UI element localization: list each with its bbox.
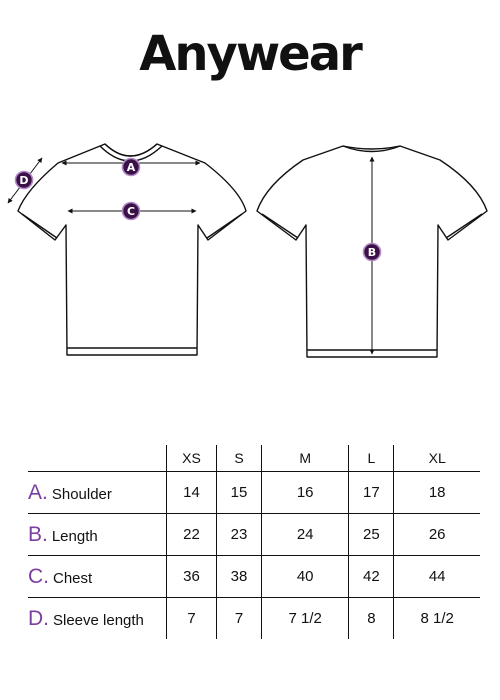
table-cell: 8 — [348, 597, 394, 639]
table-row: D.Sleeve length 7 7 7 1/2 8 8 1/2 — [28, 597, 480, 640]
row-name: Chest — [53, 569, 93, 587]
table-cell: 22 — [165, 513, 217, 556]
table-cell: 14 — [165, 471, 217, 514]
table-cell: 24 — [260, 513, 349, 556]
table-cell: 7 — [165, 597, 217, 639]
table-cell: 17 — [348, 471, 394, 514]
table-cell: 7 — [216, 597, 262, 639]
table-cell: 8 1/2 — [393, 597, 480, 639]
header-blank — [28, 445, 167, 472]
table-cell: 25 — [348, 513, 394, 556]
table-cell: 36 — [165, 555, 217, 598]
marker-d: D — [14, 170, 34, 190]
table-cell: 40 — [260, 555, 349, 598]
table-cell: 7 1/2 — [260, 597, 349, 639]
table-cell: 42 — [348, 555, 394, 598]
table-cell: 44 — [393, 555, 480, 598]
row-name: Shoulder — [51, 485, 112, 503]
row-letter: A. — [28, 480, 48, 504]
table-cell: 26 — [393, 513, 480, 556]
row-letter: D. — [28, 606, 49, 630]
table-cell: 18 — [393, 471, 480, 514]
table-cell: 16 — [260, 471, 349, 514]
header-size-m: M — [260, 445, 349, 472]
row-label: B.Length — [28, 513, 167, 556]
row-label: A.Shoulder — [28, 471, 167, 514]
table-row: C.Chest 36 38 40 42 44 — [28, 555, 480, 598]
brand-logo: Anywear — [139, 26, 363, 82]
header-size-xl: XL — [393, 445, 480, 472]
header-size-xs: XS — [165, 445, 217, 472]
size-chart-table: XS S M L XL A.Shoulder 14 15 16 17 18 B.… — [28, 445, 480, 639]
marker-b: B — [362, 242, 382, 262]
row-name: Length — [51, 527, 98, 545]
header-size-l: L — [348, 445, 394, 472]
table-cell: 38 — [216, 555, 262, 598]
table-cell: 23 — [216, 513, 262, 556]
row-label: D.Sleeve length — [28, 598, 167, 640]
svg-text:C: C — [127, 205, 135, 218]
table-row: A.Shoulder 14 15 16 17 18 — [28, 471, 480, 514]
marker-a: A — [121, 157, 141, 177]
tshirt-diagrams: A C D B — [7, 143, 488, 358]
svg-text:D: D — [19, 174, 28, 187]
row-letter: C. — [28, 564, 49, 588]
table-header-row: XS S M L XL — [28, 445, 480, 472]
table-cell: 15 — [216, 471, 262, 514]
row-letter: B. — [28, 522, 48, 546]
header-size-s: S — [216, 445, 262, 472]
row-label: C.Chest — [28, 555, 167, 598]
row-name: Sleeve length — [53, 611, 144, 629]
marker-c: C — [121, 201, 141, 221]
table-row: B.Length 22 23 24 25 26 — [28, 513, 480, 556]
svg-text:B: B — [368, 246, 376, 259]
svg-text:A: A — [127, 161, 136, 174]
